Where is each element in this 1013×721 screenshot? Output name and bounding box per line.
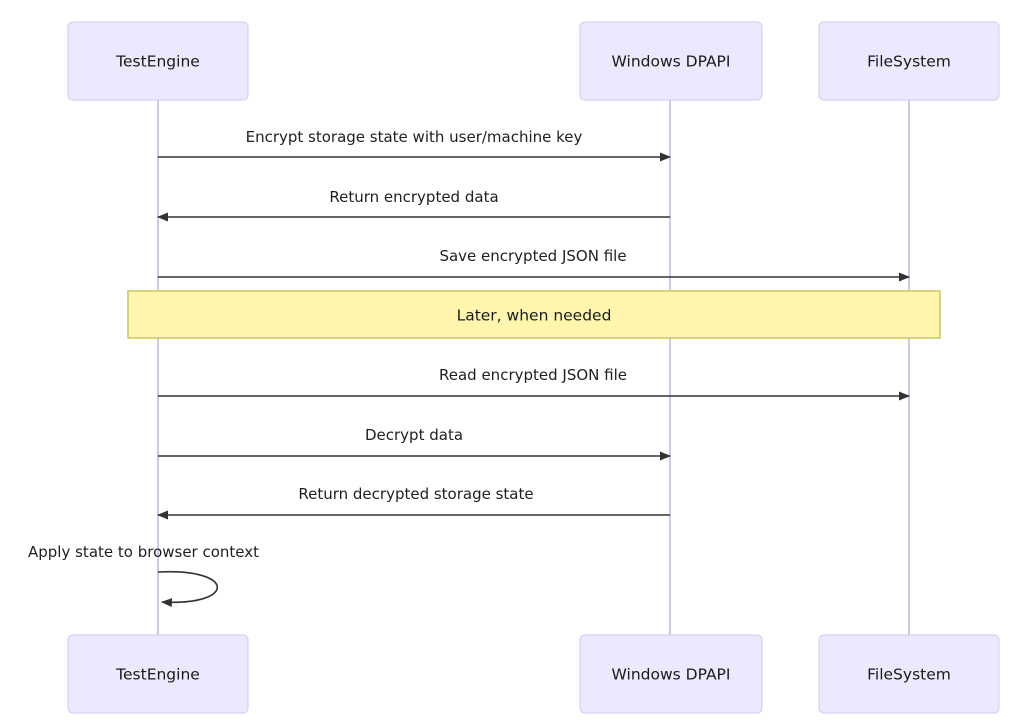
- actor-box: [579, 634, 763, 714]
- actor-label: TestEngine: [115, 53, 200, 71]
- message-5[interactable]: Decrypt data: [158, 426, 671, 461]
- actor-label: FileSystem: [867, 53, 951, 71]
- actor-top-1[interactable]: Windows DPAPI: [579, 21, 763, 101]
- note-0[interactable]: Later, when needed: [127, 290, 941, 339]
- actor-label: FileSystem: [867, 666, 951, 684]
- actor-box: [67, 21, 249, 101]
- message-label: Decrypt data: [365, 426, 463, 444]
- message-label: Save encrypted JSON file: [439, 247, 626, 265]
- message-2[interactable]: Return encrypted data: [157, 188, 670, 222]
- messages-group: Encrypt storage state with user/machine …: [28, 128, 910, 608]
- actor-label: Windows DPAPI: [612, 666, 731, 684]
- actor-box: [818, 634, 1000, 714]
- message-label: Return decrypted storage state: [298, 485, 533, 503]
- message-1[interactable]: Encrypt storage state with user/machine …: [158, 128, 671, 162]
- notes-group: Later, when needed: [127, 290, 941, 339]
- actor-label: TestEngine: [115, 666, 200, 684]
- message-label: Return encrypted data: [329, 188, 498, 206]
- message-label: Apply state to browser context: [28, 543, 259, 561]
- actor-label: Windows DPAPI: [612, 53, 731, 71]
- actor-boxes-bottom-group: TestEngine Windows DPAPI FileSystem: [67, 634, 1000, 714]
- actor-boxes-top-group: TestEngine Windows DPAPI FileSystem: [67, 21, 1000, 101]
- actor-top-2[interactable]: FileSystem: [818, 21, 1000, 101]
- message-3[interactable]: Save encrypted JSON file: [158, 247, 910, 282]
- actor-bottom-2[interactable]: FileSystem: [818, 634, 1000, 714]
- self-loop-arrow: [157, 570, 219, 608]
- note-box: [127, 290, 941, 339]
- actor-box: [818, 21, 1000, 101]
- actor-box: [67, 634, 249, 714]
- actor-bottom-1[interactable]: Windows DPAPI: [579, 634, 763, 714]
- message-label: Read encrypted JSON file: [439, 366, 627, 384]
- actor-box: [579, 21, 763, 101]
- message-7[interactable]: Apply state to browser context: [28, 543, 259, 608]
- actor-bottom-0[interactable]: TestEngine: [67, 634, 249, 714]
- actor-top-0[interactable]: TestEngine: [67, 21, 249, 101]
- lifelines-group: [157, 100, 910, 635]
- message-6[interactable]: Return decrypted storage state: [157, 485, 670, 520]
- message-4[interactable]: Read encrypted JSON file: [158, 366, 910, 401]
- note-label: Later, when needed: [457, 307, 612, 325]
- message-label: Encrypt storage state with user/machine …: [246, 128, 583, 146]
